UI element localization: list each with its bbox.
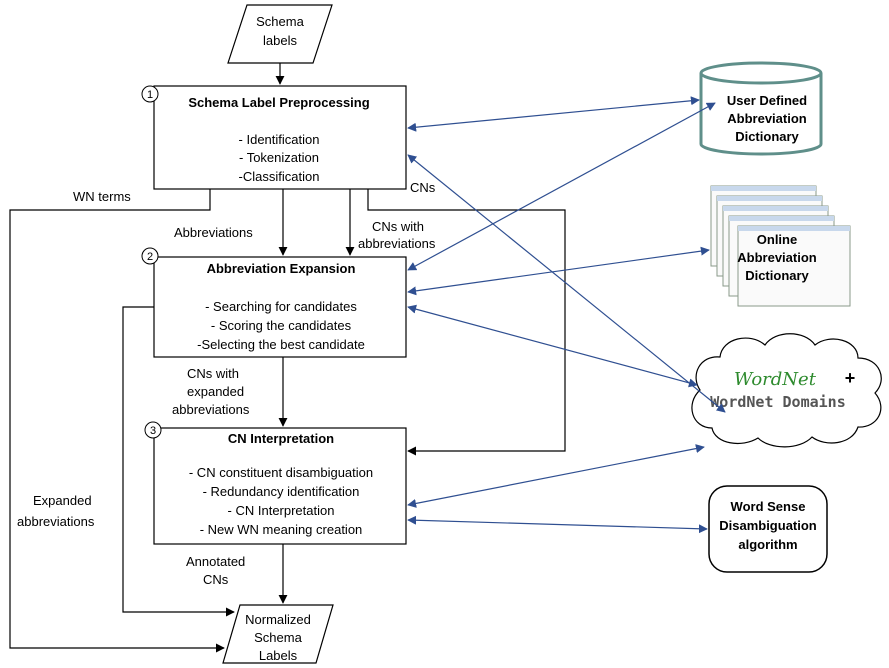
arrow-step2-wordnet (407, 304, 698, 388)
step3-item-4: - New WN meaning creation (200, 522, 363, 537)
wsd-line-2: Disambiguation (719, 518, 817, 533)
step1-item-3: -Classification (239, 169, 320, 184)
output-normalized-labels: Normalized Schema Labels (222, 604, 334, 664)
step3-item-1: - CN constituent disambiguation (189, 465, 373, 480)
label-annotated-1: Annotated (186, 554, 245, 569)
label-expanded-abbr-1: Expanded (33, 493, 92, 508)
online-dictionary-stack: Online Abbreviation Dictionary (710, 185, 851, 307)
label-cns-with-1: CNs with (372, 219, 424, 234)
output-line-3: Labels (259, 648, 298, 663)
arrow-step2-online-dict (407, 246, 710, 296)
input-schema-labels: Schema labels (227, 4, 333, 64)
label-cns-expanded-1: CNs with (187, 366, 239, 381)
step3-title: CN Interpretation (228, 431, 334, 446)
label-abbreviations: Abbreviations (174, 225, 253, 240)
online-dict-line-3: Dictionary (745, 268, 809, 283)
online-dict-line-2: Abbreviation (737, 250, 817, 265)
user-dict-line-3: Dictionary (735, 129, 799, 144)
label-cns-expanded-3: abbreviations (172, 402, 250, 417)
wordnet-cloud: WordNet + WordNet Domains (691, 333, 882, 448)
label-cns-expanded-2: expanded (187, 384, 244, 399)
step2-title: Abbreviation Expansion (207, 261, 356, 276)
input-line-2: labels (263, 33, 297, 48)
user-dict-line-2: Abbreviation (727, 111, 807, 126)
wordnet-logo: WordNet (734, 369, 817, 390)
label-cns: CNs (410, 180, 436, 195)
step2-box: 2 Abbreviation Expansion - Searching for… (141, 247, 407, 358)
label-cns-with-2: abbreviations (358, 236, 436, 251)
label-expanded-abbr-2: abbreviations (17, 514, 95, 529)
step2-item-3: -Selecting the best candidate (197, 337, 365, 352)
step1-item-2: - Tokenization (239, 150, 319, 165)
arrow-step1-user-dict (407, 96, 700, 132)
output-line-2: Schema (254, 630, 302, 645)
arrow-step2-user-dict (407, 102, 716, 271)
arrow-step3-wordnet (407, 444, 705, 508)
step2-number: 2 (147, 251, 153, 263)
step1-box: 1 Schema Label Preprocessing - Identific… (141, 85, 407, 190)
wordnet-domains: WordNet Domains (710, 393, 845, 411)
wsd-algorithm-box: Word Sense Disambiguation algorithm (708, 485, 828, 573)
output-line-1: Normalized (245, 612, 311, 627)
wsd-line-3: algorithm (738, 537, 797, 552)
step3-number: 3 (150, 425, 156, 437)
step1-item-1: - Identification (239, 132, 320, 147)
user-dict-line-1: User Defined (727, 93, 807, 108)
label-annotated-2: CNs (203, 572, 229, 587)
wsd-line-1: Word Sense (731, 499, 806, 514)
online-dict-line-1: Online (757, 232, 797, 247)
wordnet-plus: + (845, 368, 856, 388)
arrow-step1-wordnet (407, 154, 726, 413)
arrow-wn-terms (9, 189, 225, 653)
arrow-expanded-abbreviations (122, 306, 235, 617)
arrow-step3-wsd (407, 515, 708, 534)
step1-title: Schema Label Preprocessing (188, 95, 369, 110)
step2-item-2: - Scoring the candidates (211, 318, 352, 333)
label-wn-terms: WN terms (73, 189, 131, 204)
step3-item-2: - Redundancy identification (203, 484, 360, 499)
resource-arrows (407, 96, 726, 534)
step2-item-1: - Searching for candidates (205, 299, 357, 314)
step3-box: 3 CN Interpretation - CN constituent dis… (144, 421, 407, 545)
step1-number: 1 (147, 89, 153, 101)
step3-item-3: - CN Interpretation (228, 503, 335, 518)
input-line-1: Schema (256, 14, 304, 29)
user-dictionary-cylinder: User Defined Abbreviation Dictionary (699, 61, 823, 156)
